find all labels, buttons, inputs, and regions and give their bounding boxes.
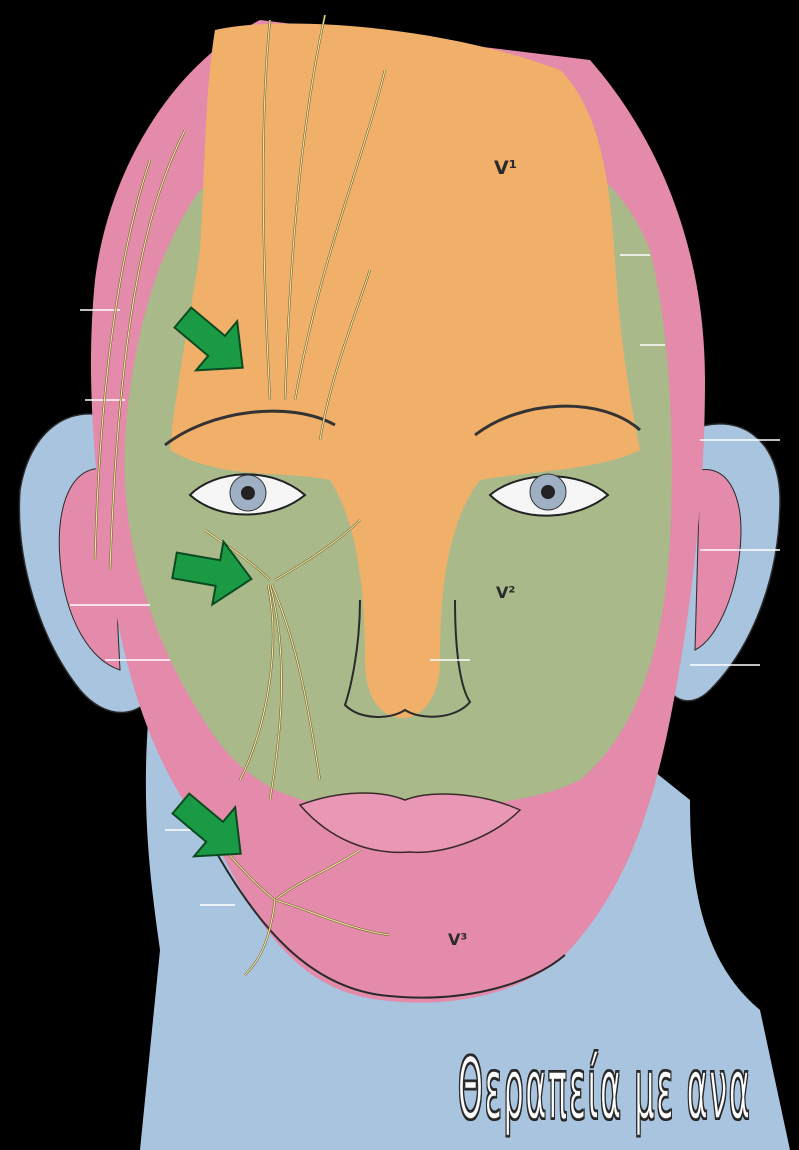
label-v2: V² xyxy=(496,583,515,602)
label-v3: V³ xyxy=(448,930,467,949)
caption-text: Θεραπεία με ανα xyxy=(458,1040,751,1138)
label-v1: V¹ xyxy=(494,157,517,179)
